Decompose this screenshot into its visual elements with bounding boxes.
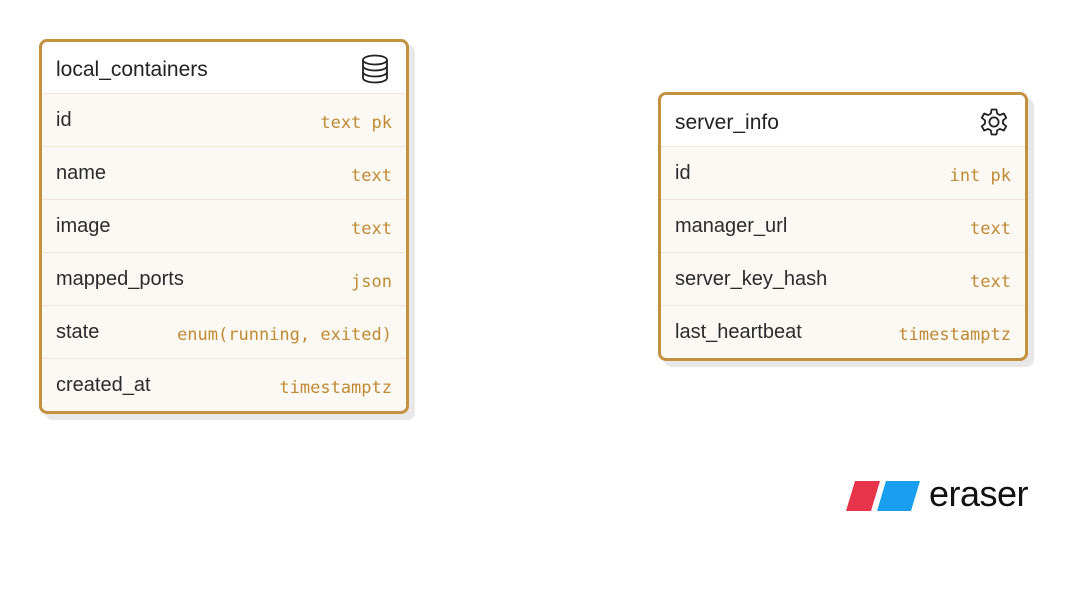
field-row: id text pk [42, 94, 406, 147]
field-row: created_at timestamptz [42, 359, 406, 411]
field-row: manager_url text [661, 200, 1025, 253]
field-type: timestamptz [898, 325, 1011, 345]
field-type: enum(running, exited) [177, 325, 392, 345]
field-name: name [56, 162, 107, 184]
gear-icon [980, 108, 1008, 136]
field-name: last_heartbeat [675, 321, 802, 343]
field-name: server_key_hash [675, 268, 828, 290]
field-name: state [56, 321, 100, 343]
field-type: text [351, 166, 392, 186]
eraser-logo-text: eraser [929, 473, 1029, 514]
field-row: server_key_hash text [661, 253, 1025, 306]
field-name: image [56, 215, 111, 237]
field-name: id [675, 162, 691, 184]
field-type: text pk [320, 113, 392, 133]
field-type: timestamptz [279, 378, 392, 398]
field-name: manager_url [675, 215, 788, 237]
field-type: json [351, 272, 392, 292]
field-row: mapped_ports json [42, 253, 406, 306]
field-row: name text [42, 147, 406, 200]
entity-local-containers[interactable]: local_containers id text pk name text im… [39, 39, 409, 414]
field-row: id int pk [661, 147, 1025, 200]
entity-title: local_containers [56, 58, 208, 81]
field-name: id [56, 109, 72, 131]
field-type: text [970, 272, 1011, 292]
field-row: last_heartbeat timestamptz [661, 306, 1025, 358]
field-type: text [351, 219, 392, 239]
field-name: mapped_ports [56, 268, 184, 290]
entity-header: server_info [661, 95, 1025, 147]
field-row: state enum(running, exited) [42, 306, 406, 359]
field-name: created_at [56, 374, 151, 396]
eraser-logo: eraser [846, 473, 1056, 516]
entity-header: local_containers [42, 42, 406, 94]
database-icon [362, 54, 388, 84]
entity-server-info[interactable]: server_info id int pk manager_url text s… [658, 92, 1028, 361]
field-row: image text [42, 200, 406, 253]
field-type: text [970, 219, 1011, 239]
entity-title: server_info [675, 111, 779, 134]
field-type: int pk [949, 166, 1011, 186]
eraser-logo-mark [846, 481, 920, 511]
